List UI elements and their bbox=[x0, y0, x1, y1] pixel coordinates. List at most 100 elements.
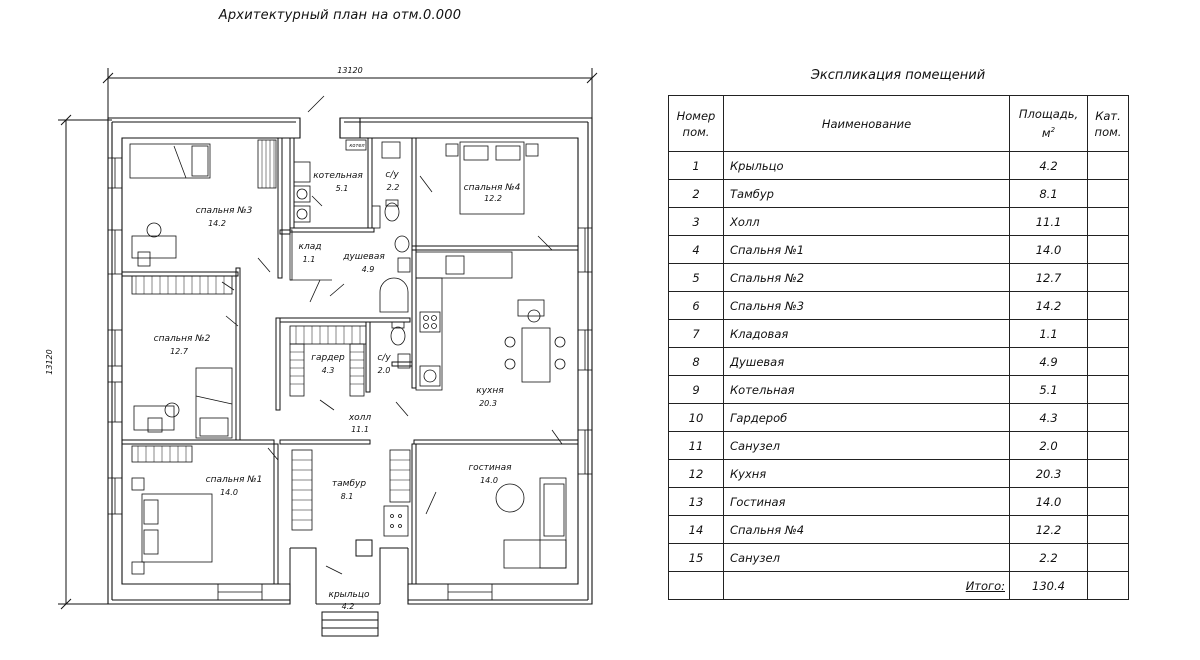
cell-number: 15 bbox=[668, 543, 724, 572]
cell-area: 14.0 bbox=[1009, 487, 1088, 516]
room-area-spalnya2: 12.7 bbox=[170, 347, 189, 356]
cell-area: 2.2 bbox=[1009, 543, 1088, 572]
header-name: Наименование bbox=[723, 95, 1010, 152]
table-row: 10 Гардероб 4.3 bbox=[668, 403, 1129, 432]
table-row: 12 Кухня 20.3 bbox=[668, 459, 1129, 488]
storage-walls bbox=[289, 229, 332, 281]
room-area-garder: 4.3 bbox=[322, 366, 335, 375]
cell-name: Котельная bbox=[723, 375, 1010, 404]
table-row: 7 Кладовая 1.1 bbox=[668, 319, 1129, 348]
header-number: Номер пом. bbox=[668, 95, 724, 152]
table-row: 13 Гостиная 14.0 bbox=[668, 487, 1129, 516]
room-name-spalnya4: спальня №4 bbox=[464, 183, 521, 193]
cell-area: 4.9 bbox=[1009, 347, 1088, 376]
table-row: 4 Спальня №1 14.0 bbox=[668, 235, 1129, 264]
room-name-gostinaya: гостиная bbox=[468, 463, 512, 473]
porch-outline bbox=[289, 539, 409, 637]
bed-bedroom1 bbox=[131, 477, 213, 575]
room-labels: спальня №3 14.2 котельная 5.1 с/у 2.2 сп… bbox=[154, 170, 521, 611]
dimension-left-label: 13120 bbox=[45, 349, 54, 374]
cell-name: Тамбур bbox=[723, 179, 1010, 208]
room-name-kotelnaya: котельная bbox=[313, 171, 363, 181]
room-area-su-top: 2.2 bbox=[387, 183, 400, 192]
cell-number: 2 bbox=[668, 179, 724, 208]
cell-area: 11.1 bbox=[1009, 207, 1088, 236]
table-row: 9 Котельная 5.1 bbox=[668, 375, 1129, 404]
room-area-holl: 11.1 bbox=[351, 425, 369, 434]
room-name-krylco: крыльцо bbox=[329, 590, 370, 600]
kitchen-counter bbox=[415, 251, 513, 391]
explication-title: Экспликация помещений bbox=[810, 68, 986, 83]
bed-bedroom3 bbox=[129, 143, 211, 179]
cell-category bbox=[1087, 375, 1129, 404]
room-area-su-mid: 2.0 bbox=[378, 366, 391, 375]
room-name-tambur: тамбур bbox=[332, 479, 366, 489]
floor-plan: 13120 13120 котел спальня №3 14.2 котель… bbox=[45, 66, 598, 637]
dimension-left bbox=[58, 114, 112, 610]
cell-area: 4.3 bbox=[1009, 403, 1088, 432]
header-category: Кат. пом. bbox=[1087, 95, 1129, 152]
cell-number: 12 bbox=[668, 459, 724, 488]
table-row: 8 Душевая 4.9 bbox=[668, 347, 1129, 376]
table-row: 2 Тамбур 8.1 bbox=[668, 179, 1129, 208]
cell-category bbox=[1087, 571, 1129, 600]
room-name-spalnya3: спальня №3 bbox=[196, 206, 253, 216]
cell-number: 5 bbox=[668, 263, 724, 292]
room-area-spalnya3: 14.2 bbox=[208, 219, 226, 228]
cell-area: 2.0 bbox=[1009, 431, 1088, 460]
cell-name: Спальня №1 bbox=[723, 235, 1010, 264]
cell-category bbox=[1087, 319, 1129, 348]
cell-number: 1 bbox=[668, 151, 724, 180]
dimension-top-label: 13120 bbox=[337, 66, 362, 75]
cell-area: 8.1 bbox=[1009, 179, 1088, 208]
table-row: 5 Спальня №2 12.7 bbox=[668, 263, 1129, 292]
table-row: 15 Санузел 2.2 bbox=[668, 543, 1129, 572]
room-area-kuhnya: 20.3 bbox=[479, 399, 497, 408]
cell-category bbox=[1087, 459, 1129, 488]
cell-number: 10 bbox=[668, 403, 724, 432]
dining-table bbox=[504, 299, 566, 383]
table-row: 14 Спальня №4 12.2 bbox=[668, 515, 1129, 544]
cell-name: Спальня №2 bbox=[723, 263, 1010, 292]
cell-number: 4 bbox=[668, 235, 724, 264]
cell-area: 1.1 bbox=[1009, 319, 1088, 348]
room-area-klad: 1.1 bbox=[303, 255, 316, 264]
dimension-top bbox=[102, 68, 598, 120]
cell-category bbox=[1087, 179, 1129, 208]
desk-bedroom3 bbox=[131, 222, 177, 267]
cell-area: 5.1 bbox=[1009, 375, 1088, 404]
cell-number: 11 bbox=[668, 431, 724, 460]
room-area-gostinaya: 14.0 bbox=[480, 476, 498, 485]
cell-area: 12.7 bbox=[1009, 263, 1088, 292]
cell-name: Гостиная bbox=[723, 487, 1010, 516]
bed-bedroom4 bbox=[445, 141, 539, 215]
room-name-spalnya2: спальня №2 bbox=[154, 334, 211, 344]
door-swings bbox=[221, 95, 563, 575]
table-row: 1 Крыльцо 4.2 bbox=[668, 151, 1129, 180]
room-area-spalnya4: 12.2 bbox=[484, 194, 502, 203]
cell-category bbox=[1087, 543, 1129, 572]
explication-table: Номер пом. Наименование Площадь, м2 Кат.… bbox=[668, 95, 1129, 600]
cell-name: Кухня bbox=[723, 459, 1010, 488]
cell-category bbox=[1087, 515, 1129, 544]
boiler-equipment bbox=[293, 139, 367, 223]
room-area-krylco: 4.2 bbox=[342, 602, 355, 611]
cell-area: 14.2 bbox=[1009, 291, 1088, 320]
room-area-dushevaya: 4.9 bbox=[362, 265, 375, 274]
table-total-row: Итого: 130.4 bbox=[668, 571, 1129, 600]
room-name-spalnya1: спальня №1 bbox=[206, 475, 263, 485]
cell-area: 12.2 bbox=[1009, 515, 1088, 544]
cell-category bbox=[1087, 151, 1129, 180]
cell-name: Гардероб bbox=[723, 403, 1010, 432]
cell-number: 6 bbox=[668, 291, 724, 320]
cell-name: Холл bbox=[723, 207, 1010, 236]
room-area-kotelnaya: 5.1 bbox=[336, 184, 349, 193]
cell-category bbox=[1087, 263, 1129, 292]
cell-name: Кладовая bbox=[723, 319, 1010, 348]
cell-area: 20.3 bbox=[1009, 459, 1088, 488]
cell-name: Душевая bbox=[723, 347, 1010, 376]
room-name-klad: клад bbox=[299, 242, 322, 252]
header-area: Площадь, м2 bbox=[1009, 95, 1088, 152]
cell-category bbox=[1087, 403, 1129, 432]
cell-category bbox=[1087, 347, 1129, 376]
